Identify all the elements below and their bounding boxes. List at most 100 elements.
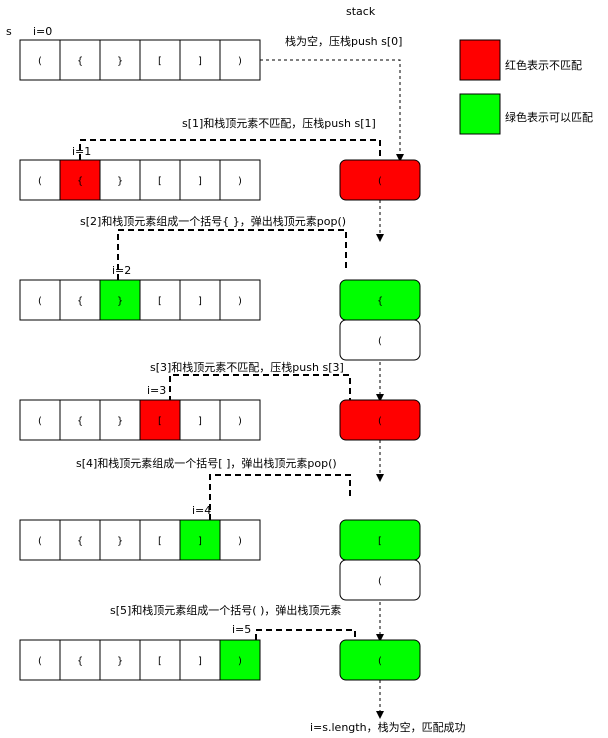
- array-cell-char: {: [77, 656, 83, 667]
- caption-1: s[1]和栈顶元素不匹配，压栈push s[1]: [182, 116, 376, 130]
- array-cell: [19, 639, 61, 681]
- index-label-1: i=1: [72, 145, 91, 158]
- connector-row-1: [79, 139, 381, 176]
- stack-state-5: (: [339, 639, 421, 681]
- stack-element-char: (: [378, 416, 382, 427]
- string-array-row-3: ({}[]): [19, 399, 261, 441]
- array-cell: [139, 399, 181, 441]
- legend-red-text: 红色表示不匹配: [505, 58, 582, 72]
- array-cell-char: }: [117, 536, 123, 547]
- string-array-row-1: ( {} []): [19, 159, 261, 201]
- connectors: [79, 139, 381, 645]
- array-cell-char: (: [38, 176, 42, 187]
- stack-element-char: [: [378, 536, 382, 547]
- stack-element: [339, 319, 421, 361]
- array-cell-char: [: [158, 176, 162, 187]
- array-cell-char: ): [238, 176, 242, 187]
- array-cell: [19, 519, 61, 561]
- array-cell-char: [: [158, 296, 162, 307]
- string-label: s: [6, 25, 12, 38]
- index-label-0: i=0: [33, 25, 52, 38]
- array-cell: [179, 279, 221, 321]
- array-cell-char: (: [38, 416, 42, 427]
- array-cell-char: ): [238, 536, 242, 547]
- legend-green-swatch: [459, 93, 501, 135]
- array-cell-char: (: [38, 56, 42, 67]
- array-cell-char: ]: [198, 296, 202, 307]
- legend-red-swatch: [459, 39, 501, 81]
- array-cell: [19, 279, 61, 321]
- array-cell: [59, 159, 101, 201]
- connector-row-4: [209, 474, 351, 520]
- array-cell-char: [: [158, 656, 162, 667]
- legend: 红色表示不匹配 绿色表示可以匹配: [459, 39, 593, 135]
- caption-5: s[5]和栈顶元素组成一个括号( )，弹出栈顶元素: [110, 603, 341, 617]
- array-cell-char: {: [77, 176, 83, 187]
- array-cell-char: ]: [198, 416, 202, 427]
- array-cell-char: [: [158, 536, 162, 547]
- array-cell: [99, 39, 141, 81]
- index-label-3: i=3: [147, 384, 166, 397]
- array-cell-char: }: [117, 416, 123, 427]
- stack-element-char: {: [377, 296, 383, 307]
- array-cell: [99, 639, 141, 681]
- connector-row-3: [169, 374, 351, 420]
- index-label-2: i=2: [112, 264, 131, 277]
- array-cell-char: }: [117, 176, 123, 187]
- array-cell: [59, 399, 101, 441]
- array-cell-char: }: [117, 656, 123, 667]
- stack-element-char: (: [378, 176, 382, 187]
- stack-state-4: [(: [339, 519, 421, 601]
- array-cell-char: {: [77, 416, 83, 427]
- array-cell-char: [: [158, 416, 162, 427]
- captions: i=0 栈为空，压栈push s[0] s[1]和栈顶元素不匹配，压栈push …: [33, 25, 466, 734]
- array-cell: [59, 519, 101, 561]
- array-cell: [219, 279, 261, 321]
- stack-states: ({(([((: [339, 159, 421, 681]
- array-cell: [139, 519, 181, 561]
- array-cell: [219, 399, 261, 441]
- array-cell: [219, 39, 261, 81]
- stack-element: [339, 559, 421, 601]
- stack-element-char: (: [378, 576, 382, 587]
- array-cell: [219, 519, 261, 561]
- array-cell-char: {: [77, 56, 83, 67]
- array-cell-char: (: [38, 656, 42, 667]
- array-cell: [59, 39, 101, 81]
- stack-state-2: {(: [339, 279, 421, 361]
- stack-element: [339, 159, 421, 201]
- flow-line-top: [260, 59, 404, 162]
- array-cell-char: (: [38, 536, 42, 547]
- connector-row-5: [255, 629, 356, 645]
- footer-text: i=s.length，栈为空，匹配成功: [310, 720, 466, 734]
- array-cell-char: {: [77, 296, 83, 307]
- array-cell-char: {: [77, 536, 83, 547]
- connector-row-2: [117, 229, 347, 280]
- array-cell: [219, 639, 261, 681]
- array-cell-char: (: [38, 296, 42, 307]
- stack-element-char: (: [378, 336, 382, 347]
- stack-element: [339, 399, 421, 441]
- array-cell: [59, 279, 101, 321]
- string-array-row-0: ({}[]): [19, 39, 261, 81]
- stack-state-1: (: [339, 159, 421, 201]
- caption-0: 栈为空，压栈push s[0]: [285, 34, 402, 48]
- legend-green-text: 绿色表示可以匹配: [505, 110, 593, 124]
- array-cell: [59, 639, 101, 681]
- array-cell-char: ): [238, 296, 242, 307]
- array-cell: [19, 399, 61, 441]
- array-cell-char: ]: [198, 176, 202, 187]
- array-cell: [99, 399, 141, 441]
- array-cell-char: ]: [198, 536, 202, 547]
- array-cell-char: ]: [198, 56, 202, 67]
- caption-3: s[3]和栈顶元素不匹配，压栈push s[3]: [150, 360, 344, 374]
- array-cell: [139, 279, 181, 321]
- string-array-row-4: ( {} []): [19, 519, 261, 561]
- stack-label: stack: [346, 5, 376, 18]
- array-cell: [19, 159, 61, 201]
- array-cell-char: [: [158, 56, 162, 67]
- stack-element: [339, 639, 421, 681]
- string-arrays: ({}[])({}[])({}[])({}[])({}[])({}[]): [19, 39, 261, 681]
- array-cell-char: }: [117, 296, 123, 307]
- array-cell: [179, 399, 221, 441]
